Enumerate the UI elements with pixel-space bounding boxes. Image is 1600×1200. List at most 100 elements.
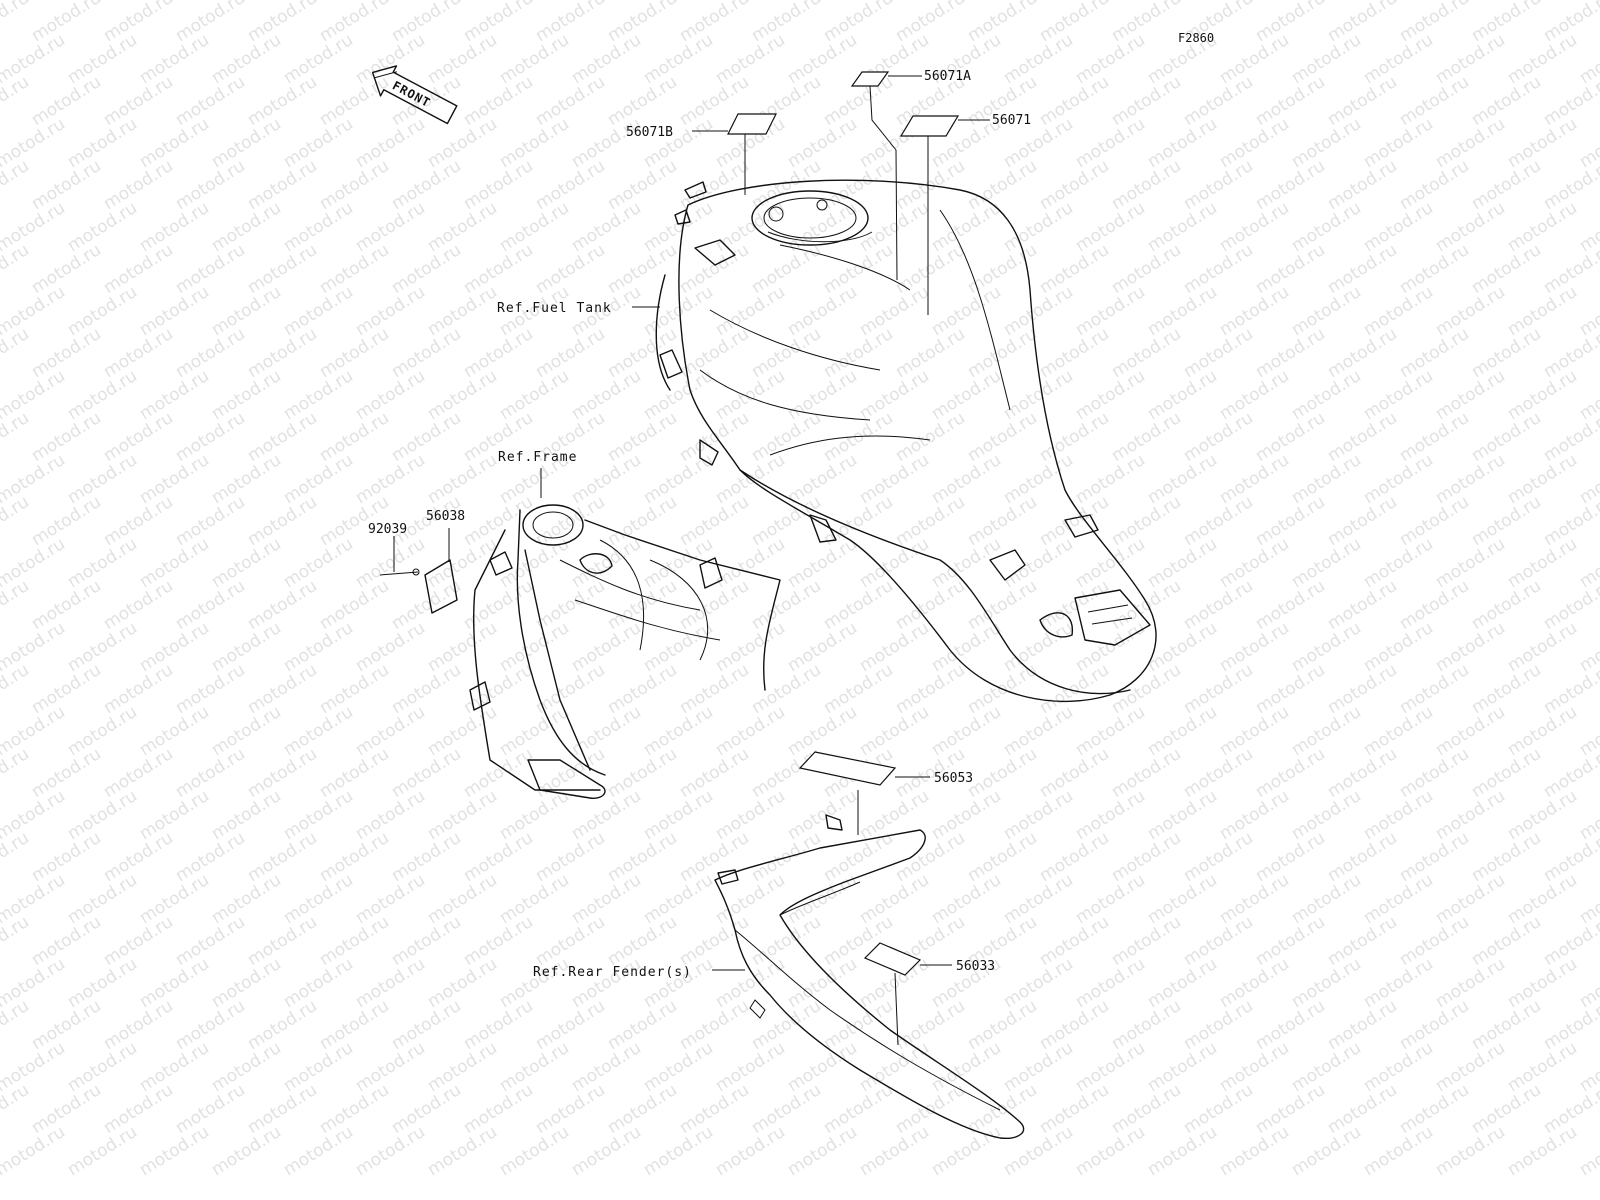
watermark-text: motod.ru — [676, 1080, 753, 1138]
watermark-text: motod.ru — [676, 0, 753, 46]
watermark-text: motod.ru — [28, 576, 105, 634]
watermark-text: motod.ru — [1432, 198, 1509, 256]
watermark-text: motod.ru — [1468, 828, 1545, 886]
watermark-text: motod.ru — [676, 828, 753, 886]
watermark-text: motod.ru — [928, 366, 1005, 424]
watermark-text: motod.ru — [856, 1122, 933, 1180]
watermark-text: motod.ru — [820, 660, 897, 718]
watermark-text: motod.ru — [28, 324, 105, 382]
ref-fuel-tank-label: Ref.Fuel Tank — [497, 301, 612, 316]
watermark-text: motod.ru — [1468, 1080, 1545, 1138]
watermark-text: motod.ru — [244, 324, 321, 382]
watermark-text: motod.ru — [460, 0, 537, 46]
watermark-text: motod.ru — [784, 702, 861, 760]
watermark-text: motod.ru — [1144, 1122, 1221, 1180]
watermark-text: motod.ru — [1432, 1122, 1509, 1180]
watermark-text: motod.ru — [1108, 912, 1185, 970]
watermark-text: motod.ru — [1180, 996, 1257, 1054]
watermark-text: motod.ru — [496, 702, 573, 760]
watermark-text: motod.ru — [964, 828, 1041, 886]
watermark-text: motod.ru — [244, 408, 321, 466]
watermark-text: motod.ru — [964, 324, 1041, 382]
watermark-text: motod.ru — [532, 828, 609, 886]
watermark-text: motod.ru — [352, 282, 429, 340]
watermark-text: motod.ru — [604, 0, 681, 46]
watermark-text: motod.ru — [820, 0, 897, 46]
watermark-text: motod.ru — [1108, 744, 1185, 802]
watermark-text: motod.ru — [676, 660, 753, 718]
watermark-text: motod.ru — [1000, 786, 1077, 844]
watermark-text: motod.ru — [1288, 198, 1365, 256]
watermark-text: motod.ru — [568, 198, 645, 256]
watermark-text: motod.ru — [1144, 534, 1221, 592]
watermark-text: motod.ru — [1360, 198, 1437, 256]
watermark-text: motod.ru — [640, 702, 717, 760]
watermark-text: motod.ru — [208, 282, 285, 340]
watermark-text: motod.ru — [1108, 576, 1185, 634]
watermark-text: motod.ru — [316, 240, 393, 298]
watermark-text: motod.ru — [1036, 828, 1113, 886]
watermark-text: motod.ru — [1324, 660, 1401, 718]
watermark-text: motod.ru — [280, 1122, 357, 1180]
watermark-text: motod.ru — [352, 954, 429, 1012]
watermark-text: motod.ru — [1324, 996, 1401, 1054]
watermark-text: motod.ru — [208, 618, 285, 676]
watermark-text: motod.ru — [64, 870, 141, 928]
watermark-text: motod.ru — [28, 660, 105, 718]
watermark-text: motod.ru — [568, 1038, 645, 1096]
part-number-56071A: 56071A — [924, 69, 971, 84]
watermark-text: motod.ru — [316, 156, 393, 214]
watermark-text: motod.ru — [424, 1038, 501, 1096]
watermark-text: motod.ru — [1000, 954, 1077, 1012]
watermark-text: motod.ru — [928, 534, 1005, 592]
watermark-text: motod.ru — [388, 0, 465, 46]
watermark-text: motod.ru — [1288, 870, 1365, 928]
watermark-text: motod.ru — [1396, 156, 1473, 214]
watermark-text: motod.ru — [1324, 744, 1401, 802]
watermark-text: motod.ru — [1108, 1080, 1185, 1138]
watermark-text: motod.ru — [352, 198, 429, 256]
watermark-text: motod.ru — [1396, 1080, 1473, 1138]
watermark-text: motod.ru — [172, 744, 249, 802]
watermark-text: motod.ru — [1108, 660, 1185, 718]
watermark-text: motod.ru — [1432, 870, 1509, 928]
watermark-text: motod.ru — [280, 702, 357, 760]
watermark-text: motod.ru — [280, 786, 357, 844]
watermark-text: motod.ru — [892, 828, 969, 886]
watermark-text: motod.ru — [1396, 996, 1473, 1054]
watermark-text: motod.ru — [568, 786, 645, 844]
watermark-text: motod.ru — [424, 870, 501, 928]
watermark-text: motod.ru — [928, 198, 1005, 256]
watermark-text: motod.ru — [640, 366, 717, 424]
watermark-text: motod.ru — [1180, 660, 1257, 718]
watermark-text: motod.ru — [784, 786, 861, 844]
watermark-text: motod.ru — [640, 786, 717, 844]
watermark-text: motod.ru — [280, 534, 357, 592]
leader-lines — [393, 75, 990, 1046]
watermark-text: motod.ru — [1144, 282, 1221, 340]
watermark-text: motod.ru — [640, 1038, 717, 1096]
watermark-text: motod.ru — [856, 1038, 933, 1096]
watermark-text: motod.ru — [712, 1038, 789, 1096]
watermark-text: motod.ru — [208, 1122, 285, 1180]
watermark-text: motod.ru — [64, 366, 141, 424]
watermark-text: motod.ru — [1396, 912, 1473, 970]
watermark-text: motod.ru — [100, 1080, 177, 1138]
rear-fender-drawing — [714, 814, 1025, 1139]
watermark-text: motod.ru — [748, 1080, 825, 1138]
watermark-text: motod.ru — [244, 828, 321, 886]
watermark-text: motod.ru — [1288, 618, 1365, 676]
watermark-text: motod.ru — [928, 282, 1005, 340]
watermark-text: motod.ru — [964, 996, 1041, 1054]
watermark-text: motod.ru — [676, 912, 753, 970]
watermark-text: motod.ru — [352, 450, 429, 508]
watermark-text: motod.ru — [820, 156, 897, 214]
watermark-text: motod.ru — [1000, 702, 1077, 760]
watermark-text: motod.ru — [28, 156, 105, 214]
part-number-56033: 56033 — [956, 959, 995, 974]
watermark-text: motod.ru — [460, 912, 537, 970]
watermark-text: motod.ru — [748, 744, 825, 802]
watermark-text: motod.ru — [568, 618, 645, 676]
watermark-text: motod.ru — [1288, 1122, 1365, 1180]
watermark-text: motod.ru — [496, 366, 573, 424]
